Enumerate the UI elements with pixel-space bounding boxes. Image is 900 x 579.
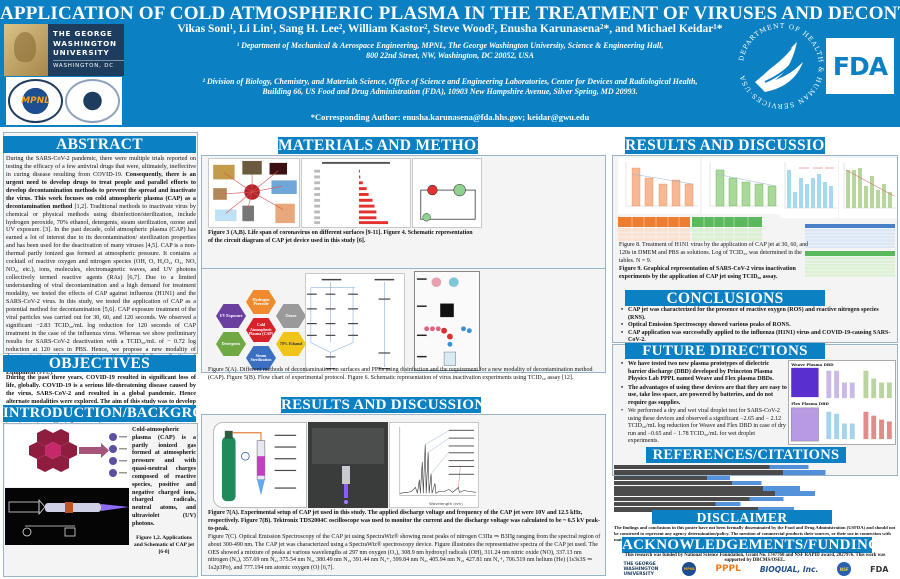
introduction-heading: INTRODUCTION/BACKGROUND bbox=[3, 405, 237, 422]
cap-jet-schematic bbox=[5, 488, 129, 545]
results-heading-middle: RESULTS AND DISCUSSION bbox=[281, 397, 486, 413]
reference-item[interactable] bbox=[614, 507, 854, 512]
decontamination-methods-hexagons: Hydrogen Peroxide UV Exposure Ozone Cold… bbox=[212, 290, 310, 370]
hex-ethanol: 70% Ethanol bbox=[276, 332, 306, 356]
cap-applications-figure bbox=[5, 425, 129, 487]
acknowledgements-heading: ACKNOWLEDGEMENTS/FUNDING bbox=[622, 537, 881, 553]
figure-7ab-caption: Figure 7(A). Experimental setup of CAP j… bbox=[208, 510, 601, 532]
abstract-text: During the SARS-CoV-2 pandemic, there we… bbox=[6, 155, 196, 377]
h1n1-pbs-table[interactable] bbox=[692, 217, 762, 241]
references-heading: REFERENCES/CITATIONS bbox=[646, 447, 846, 463]
future-item: We performed a dry and wet viral droplet… bbox=[620, 408, 787, 446]
h1n1-dmem-chart bbox=[618, 158, 700, 214]
reference-item[interactable] bbox=[614, 501, 784, 507]
experimental-flowchart bbox=[305, 273, 405, 373]
gwu-seal-icon bbox=[65, 79, 120, 123]
hex-cap: Cold Atmospheric Plasma (CAP) bbox=[246, 318, 276, 342]
coronavirus-lifespan-figure bbox=[208, 158, 300, 228]
future-item: We have tested two new plasma prototypes… bbox=[620, 361, 787, 384]
reference-item[interactable] bbox=[614, 491, 882, 496]
sars-cov2-dmem-chart bbox=[780, 158, 838, 218]
hex-detergents: Detergents bbox=[216, 332, 246, 356]
abstract-heading: ABSTRACT bbox=[3, 136, 196, 153]
gwu-sponsor-logo: THE GEORGE WASHINGTON UNIVERSITY bbox=[623, 561, 659, 577]
affiliation-1: ¹ Department of Mechanical & Aerospace E… bbox=[236, 41, 664, 61]
hex-steam-sterilization: Steam Sterilization bbox=[246, 346, 276, 370]
oes-spectrum-chart: Wavelength (nm) bbox=[389, 422, 479, 508]
reference-item[interactable] bbox=[614, 465, 874, 470]
results-heading-right: RESULTS AND DISCUSSION bbox=[625, 137, 837, 154]
h1n1-pbs-chart bbox=[702, 158, 780, 214]
poster-header: APPLICATION OF COLD ATMOSPHERIC PLASMA I… bbox=[0, 0, 900, 127]
introduction-text: Cold-atmospheric plasma (CAP) is a partl… bbox=[132, 426, 196, 527]
abstract-panel bbox=[3, 132, 198, 354]
oscilloscope-photo bbox=[308, 422, 388, 508]
reference-item[interactable] bbox=[614, 475, 770, 480]
future-directions-heading: FUTURE DIRECTIONS bbox=[625, 343, 825, 359]
figure-5-6-caption: Figure 5(A). Different methods of decont… bbox=[208, 367, 593, 381]
bioqual-sponsor-logo: BIOQUAL, Inc. bbox=[759, 564, 819, 574]
virus-inactivation-schematic bbox=[414, 271, 480, 371]
references-list bbox=[614, 465, 896, 513]
hhs-eagle-icon: DEPARTMENT OF HEALTH & HUMAN SERVICES·US… bbox=[737, 22, 824, 110]
circuit-diagram-figure bbox=[412, 158, 482, 228]
reference-item[interactable] bbox=[614, 480, 812, 486]
figure-9-caption: Figure 9. Graphical representation of SA… bbox=[619, 266, 796, 280]
institution-seals: MPNL bbox=[6, 77, 122, 125]
figure-7c-caption: Figure 7(C). Optical Emission Spectrosco… bbox=[208, 534, 601, 572]
conclusion-item: CAP application was successfully applied… bbox=[620, 330, 896, 345]
acknowledgements-text: This research was funded by National Sci… bbox=[624, 553, 886, 563]
svg-text:Weave Plasma DBD: Weave Plasma DBD bbox=[790, 362, 834, 367]
pppl-sponsor-logo: PPPL bbox=[715, 564, 741, 574]
gwu-portrait-icon bbox=[4, 24, 48, 76]
figure-1-2-caption: Figure 1,2. Applications and Schematic o… bbox=[133, 535, 195, 556]
affiliation-2: ² Division of Biology, Chemistry, and Ma… bbox=[202, 77, 698, 97]
corresponding-author: *Corresponding Author: enusha.karunasena… bbox=[310, 112, 590, 122]
future-item: The advantages of using these devices ar… bbox=[620, 385, 787, 408]
reference-item[interactable] bbox=[614, 486, 863, 491]
fda-logo: FDA bbox=[826, 38, 894, 94]
sars-cov2-pbs-chart bbox=[839, 158, 897, 218]
conclusions-heading: CONCLUSIONS bbox=[625, 290, 825, 307]
hex-ozone: Ozone bbox=[276, 304, 306, 328]
hex-uv-exposure: UV Exposure bbox=[216, 304, 246, 328]
figure-3-4-caption: Figure 3 (A,B). Life span of coronavirus… bbox=[208, 230, 473, 244]
poster-title: APPLICATION OF COLD ATMOSPHERIC PLASMA I… bbox=[0, 3, 900, 24]
future-directions-list: We have tested two new plasma prototypes… bbox=[620, 361, 787, 447]
figure-8-caption: Figure 8. Treatment of H1N1 virus by the… bbox=[619, 242, 809, 264]
svg-text:Wavelength (nm): Wavelength (nm) bbox=[429, 501, 463, 506]
dbd-devices-figure: Weave Plasma DBD Flex Plasma DBD bbox=[788, 360, 896, 445]
author-list: Vikas Soni¹, Li Lin¹, Sang H. Lee², Will… bbox=[177, 23, 723, 35]
nsf-sponsor-logo: NSF bbox=[837, 562, 852, 576]
reference-item[interactable] bbox=[614, 470, 896, 475]
h1n1-dmem-table[interactable] bbox=[618, 217, 690, 241]
surface-lifespan-bar-chart bbox=[301, 158, 411, 228]
hex-hydrogen-peroxide: Hydrogen Peroxide bbox=[246, 290, 276, 314]
disclaimer-heading: DISCLAIMER bbox=[652, 510, 832, 525]
mpnl-seal-icon: MPNL bbox=[8, 79, 63, 123]
svg-text:Flex Plasma DBD: Flex Plasma DBD bbox=[791, 401, 829, 406]
sars-cov2-dmem-table[interactable] bbox=[805, 224, 895, 248]
reference-item[interactable] bbox=[614, 496, 840, 502]
conclusion-item: Optical Emission Spectroscopy showed var… bbox=[620, 322, 896, 330]
gwu-logo: THE GEORGE WASHINGTON UNIVERSITY WASHING… bbox=[4, 24, 124, 76]
fda-sponsor-logo: FDA bbox=[870, 564, 889, 574]
cap-jet-setup-figure bbox=[213, 422, 307, 508]
sponsor-logos: THE GEORGE WASHINGTON UNIVERSITY MPNL PP… bbox=[614, 560, 898, 578]
objectives-heading: OBJECTIVES bbox=[3, 355, 196, 372]
mpnl-sponsor-logo: MPNL bbox=[682, 562, 697, 576]
conclusion-item: CAP jet was characterized for the presen… bbox=[620, 307, 896, 322]
materials-methods-heading: MATERIALS AND METHODS bbox=[278, 137, 497, 154]
sars-cov2-pbs-table[interactable] bbox=[805, 251, 895, 278]
